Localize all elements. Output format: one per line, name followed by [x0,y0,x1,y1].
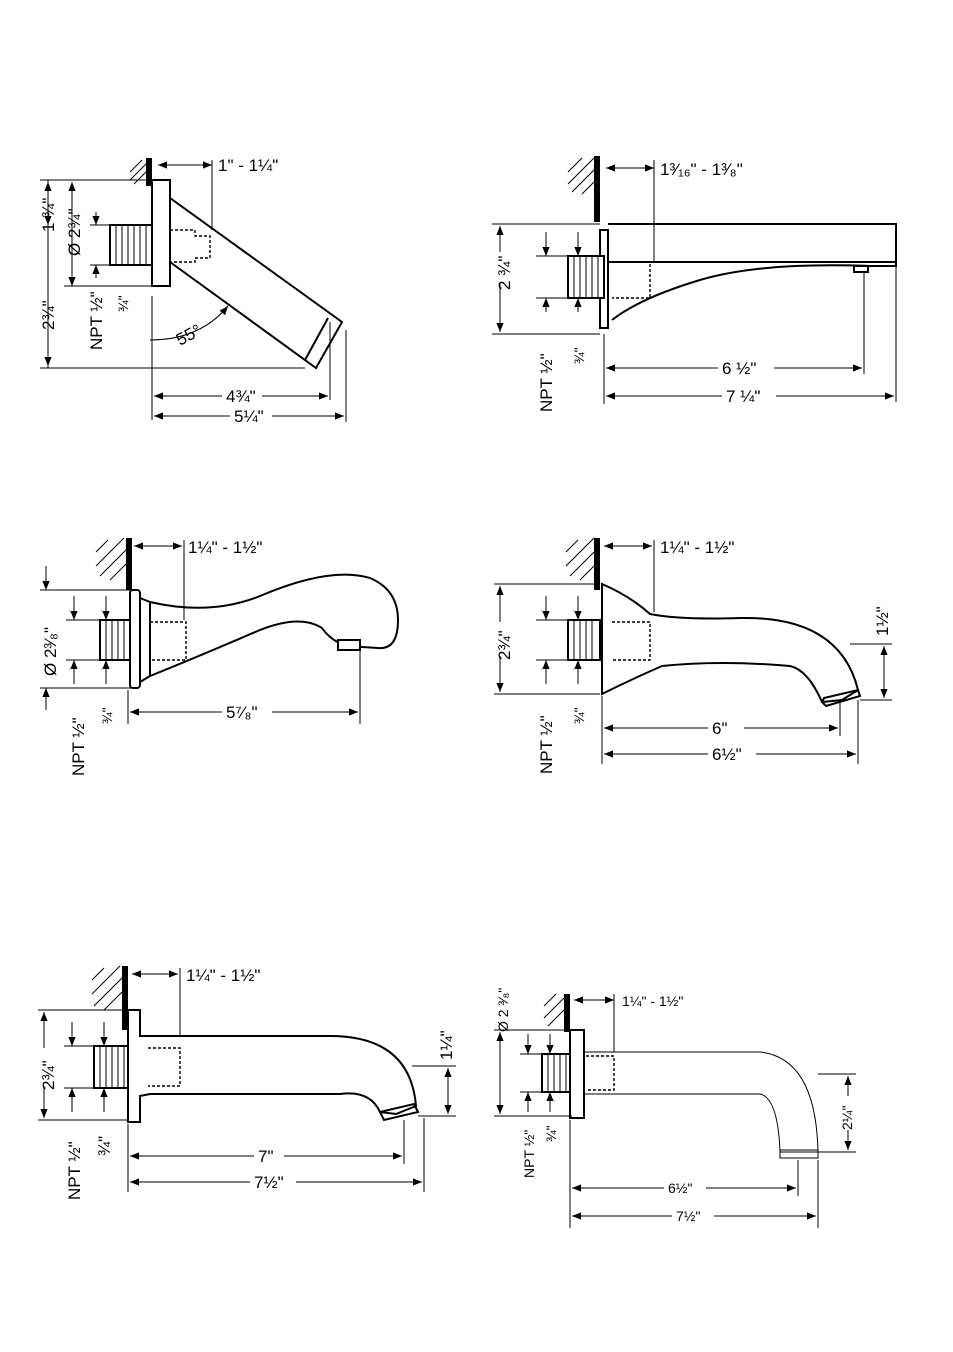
dim-npt: NPT ½" [69,717,88,776]
dim-wall-gap: 1¼" - 1½" [660,538,734,557]
dim-length: 7 ¼" [726,387,760,406]
dim-npt: NPT ½" [65,1141,84,1200]
dim-wall-gap: 1" - 1¼" [218,156,278,175]
dim-npt: NPT ½" [521,1130,537,1178]
threaded-connector [94,1046,128,1088]
dim-length: 7½" [676,1208,700,1224]
dim-thread: ¾" [571,347,587,364]
dim-reach: 6½" [668,1180,692,1196]
dim-wall-gap: 1¼" - 1½" [622,993,683,1009]
dim-height: 2 ¾" [495,256,514,290]
wall-hatch [544,994,567,1032]
dim-diameter: Ø 2³⁄₈" [41,627,60,676]
wall-hatch [92,966,125,1030]
dim-height-total: 2¾" [39,300,58,330]
dim-thread: ¾" [571,707,587,724]
dim-reach: 6 ½" [722,359,756,378]
spout-drawing-3: 1¼" - 1½" Ø 2³⁄₈" NPT ½" ¾" 5⁷⁄₈" [40,538,398,776]
dim-height-top: 1 ¾" [39,198,58,232]
dim-reach: 7" [258,1147,274,1166]
escutcheon-plate [570,1030,584,1118]
dim-outlet-height: 1¼" [437,1030,456,1060]
dim-wall-gap: 1¼" - 1½" [188,538,262,557]
spout-drawing-4: 1¼" - 1½" 2¾" NPT ½" ¾" 1½" 6" 6½" [492,538,892,774]
wall-hatch [130,158,149,186]
dim-thread: ¾" [99,707,115,724]
dim-npt: NPT ½" [537,353,556,412]
dim-diameter: Ø 2 ³⁄₈" [495,988,511,1032]
spout-drawing-1: 1" - 1¼" 1 ¾" 2¾" Ø 2¾" NPT ½" ¾" 55° 4¾… [39,156,346,426]
wall-hatch [568,156,597,222]
dim-diameter: Ø 2¾" [65,208,84,256]
spout-drawing-2: 1³⁄₁₆" - 1³⁄₈" 2 ¾" NPT ½" ¾" 6 ½" 7 ¼" [492,156,896,412]
dim-length: 7½" [254,1173,284,1192]
dim-outlet-height: 1½" [873,606,892,636]
dim-length: 6½" [712,745,742,764]
dim-npt: NPT ½" [537,715,556,774]
dim-wall-gap: 1³⁄₁₆" - 1³⁄₈" [660,160,743,179]
dim-angle: 55° [173,321,205,350]
spout-drawing-5: 1¼" - 1½" 2¾" NPT ½" ¾" 1¼" 7" 7½" [36,966,456,1200]
dim-reach: 6" [712,719,728,738]
threaded-connector [100,620,130,660]
threaded-connector [568,620,600,660]
dim-length: 5⁷⁄₈" [226,703,258,722]
dim-length: 5¼" [234,407,264,426]
wall-hatch [96,538,129,590]
escutcheon-plate [152,180,170,286]
dim-npt: NPT ½" [87,291,106,350]
dim-height: 2¾" [495,630,514,660]
escutcheon-plate [130,590,140,688]
dim-thread: ¾" [543,1125,559,1142]
wall-hatch [566,538,597,590]
dim-wall-gap: 1¼" - 1½" [186,966,260,985]
dim-height: 2¾" [39,1060,58,1090]
dim-thread: ¾" [95,1136,114,1156]
dim-thread: ¾" [115,295,131,312]
spout-drawing-6: 1¼" - 1½" Ø 2 ³⁄₈" NPT ½" ¾" 2¼" 6½" 7½" [494,988,856,1228]
dim-reach: 4¾" [226,387,256,406]
dim-outlet-height: 2¼" [839,1106,855,1130]
